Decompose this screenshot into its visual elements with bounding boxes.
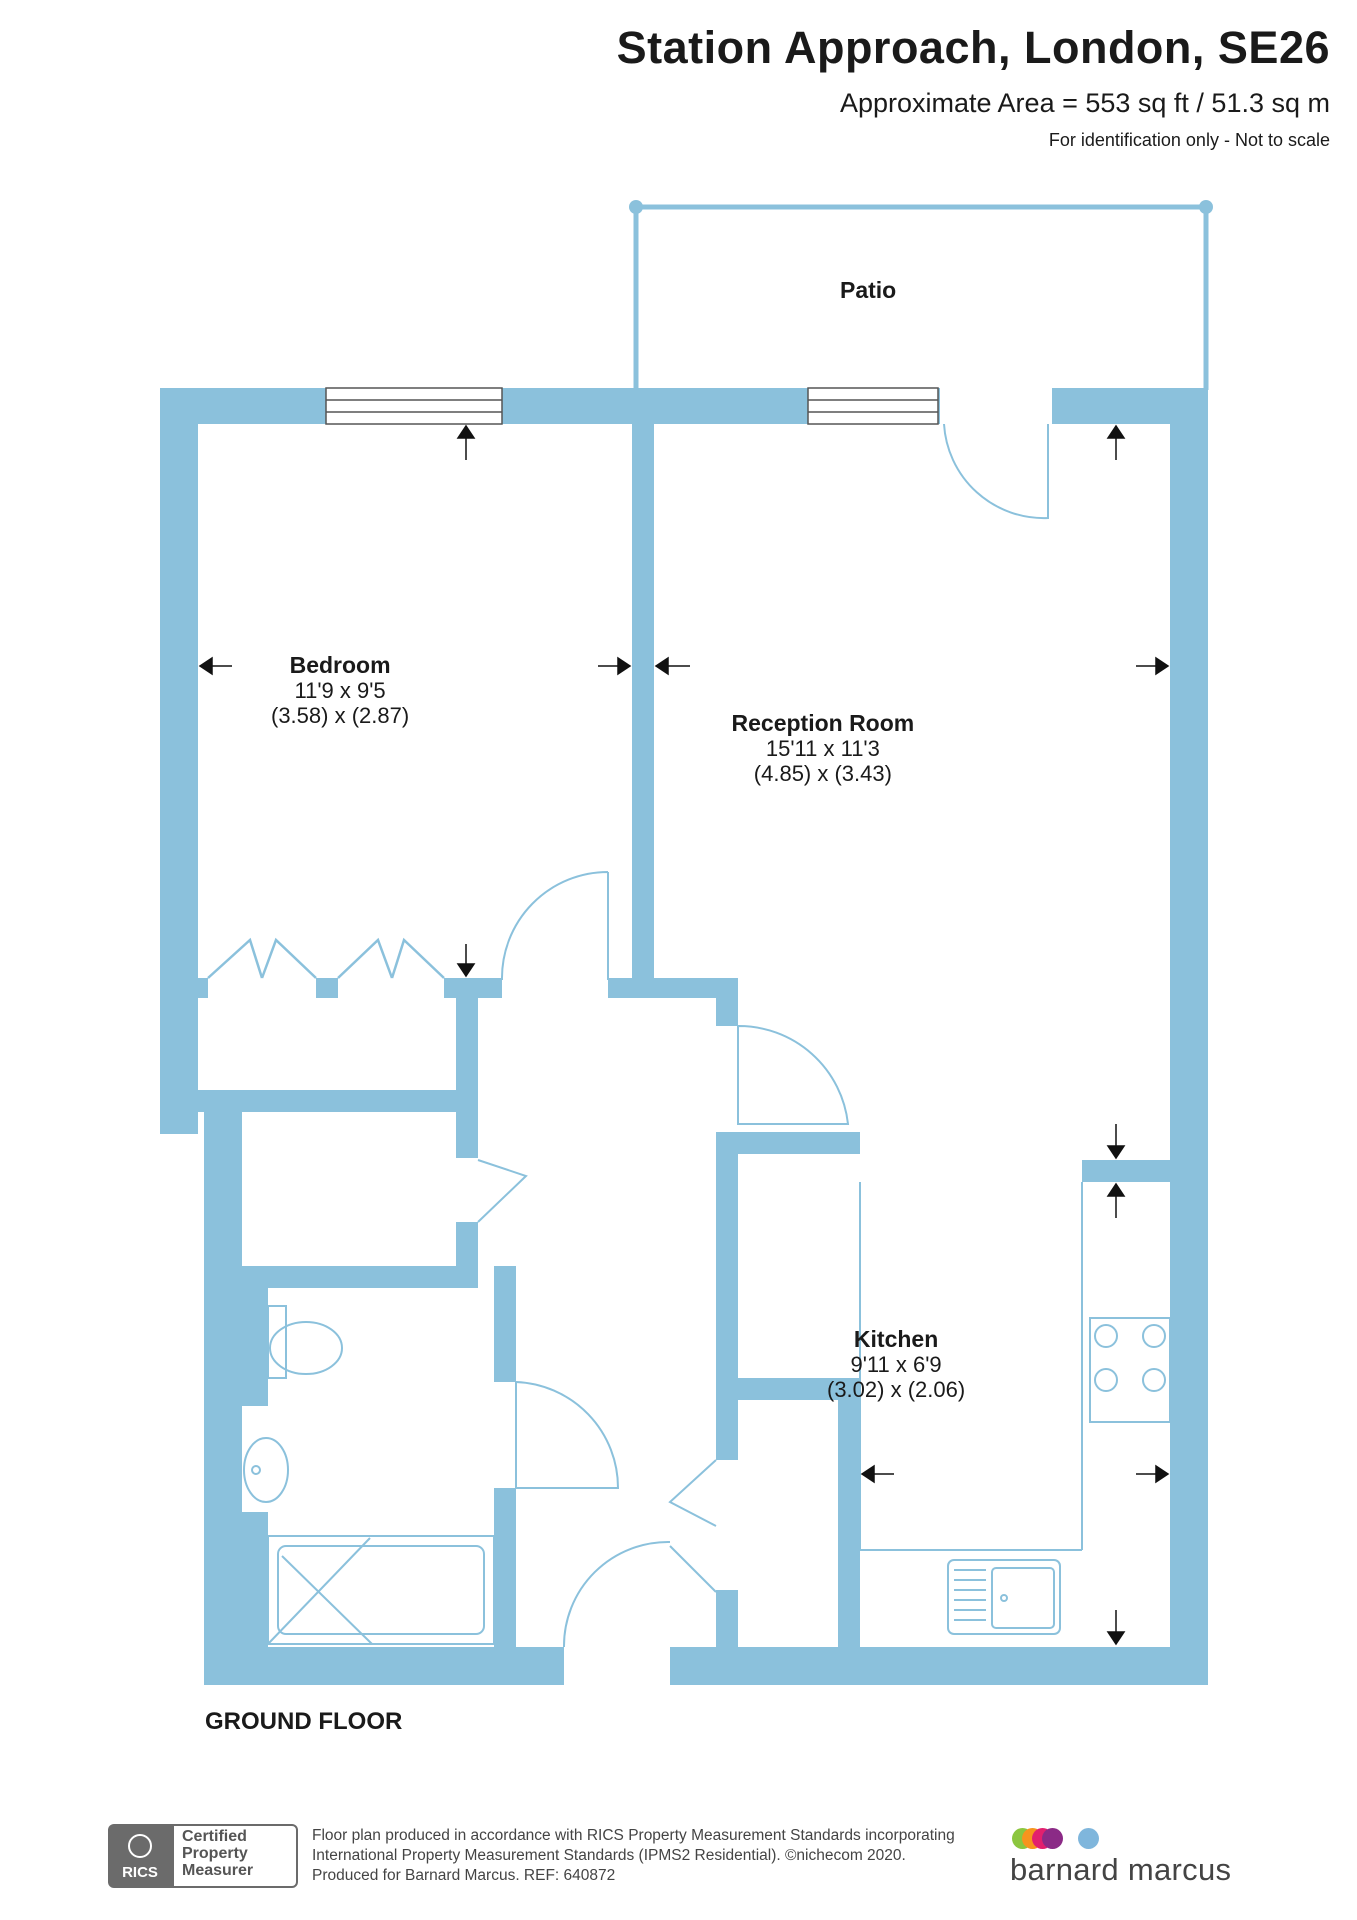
patio-name: Patio bbox=[840, 277, 897, 303]
scale-note: For identification only - Not to scale bbox=[1048, 130, 1330, 150]
reception-label: Reception Room 15'11 x 11'3 (4.85) x (3.… bbox=[732, 710, 915, 786]
reception-imperial: 15'11 x 11'3 bbox=[765, 736, 880, 761]
bedroom-label: Bedroom 11'9 x 9'5 (3.58) x (2.87) bbox=[271, 652, 409, 728]
certified-line: Measurer bbox=[182, 1862, 254, 1879]
wall-left-lower bbox=[204, 1112, 242, 1685]
kitchen-label: Kitchen 9'11 x 6'9 (3.02) x (2.06) bbox=[827, 1326, 965, 1402]
footer-line: International Property Measurement Stand… bbox=[312, 1847, 906, 1864]
kitchen-imperial: 9'11 x 6'9 bbox=[850, 1352, 942, 1377]
kitchen-fixtures bbox=[859, 1182, 1171, 1635]
rics-logo-text: RICS bbox=[122, 1864, 158, 1881]
door-swings bbox=[477, 423, 1049, 1648]
reception-name: Reception Room bbox=[731, 710, 915, 736]
floor-label: GROUND FLOOR bbox=[205, 1708, 403, 1735]
brand-dots-icon bbox=[1012, 1828, 1112, 1850]
bedroom-name: Bedroom bbox=[289, 652, 391, 678]
walls bbox=[160, 388, 1208, 1685]
patio-outline bbox=[633, 204, 1209, 390]
certified-line: Certified bbox=[182, 1828, 247, 1845]
certified-line: Property bbox=[182, 1845, 248, 1862]
footer-line: Floor plan produced in accordance with R… bbox=[312, 1827, 955, 1844]
wall-bedroom-reception bbox=[632, 388, 654, 998]
footer-line: Produced for Barnard Marcus. REF: 640872 bbox=[312, 1867, 616, 1884]
wardrobe-doors bbox=[207, 937, 445, 979]
rics-logo: RICS bbox=[108, 1824, 172, 1888]
certified-property-measurer: Certified Property Measurer bbox=[172, 1824, 298, 1888]
reception-metric: (4.85) x (3.43) bbox=[753, 761, 892, 786]
kitchen-name: Kitchen bbox=[853, 1326, 939, 1352]
bedroom-imperial: 11'9 x 9'5 bbox=[294, 678, 386, 703]
wall-right bbox=[1170, 388, 1208, 1685]
wall-bottom-left bbox=[204, 1647, 564, 1685]
footer-disclaimer: Floor plan produced in accordance with R… bbox=[312, 1826, 955, 1886]
measurement-arrows bbox=[198, 424, 1170, 1646]
rics-crest-icon bbox=[128, 1834, 152, 1858]
wall-bottom-right bbox=[670, 1647, 1208, 1685]
barnard-marcus-logo: barnard marcus bbox=[1010, 1828, 1240, 1890]
page-title: Station Approach, London, SE26 bbox=[616, 22, 1330, 73]
wall-left-upper bbox=[160, 388, 198, 1134]
bedroom-metric: (3.58) x (2.87) bbox=[271, 703, 410, 728]
patio-label: Patio bbox=[840, 277, 896, 303]
windows bbox=[325, 387, 939, 425]
brand-name: barnard marcus bbox=[1010, 1852, 1232, 1887]
kitchen-metric: (3.02) x (2.06) bbox=[827, 1377, 966, 1402]
bathroom-fixtures bbox=[243, 1305, 495, 1645]
rics-certified-badge: RICS Certified Property Measurer bbox=[108, 1824, 298, 1888]
area-subtitle: Approximate Area = 553 sq ft / 51.3 sq m bbox=[839, 88, 1330, 118]
